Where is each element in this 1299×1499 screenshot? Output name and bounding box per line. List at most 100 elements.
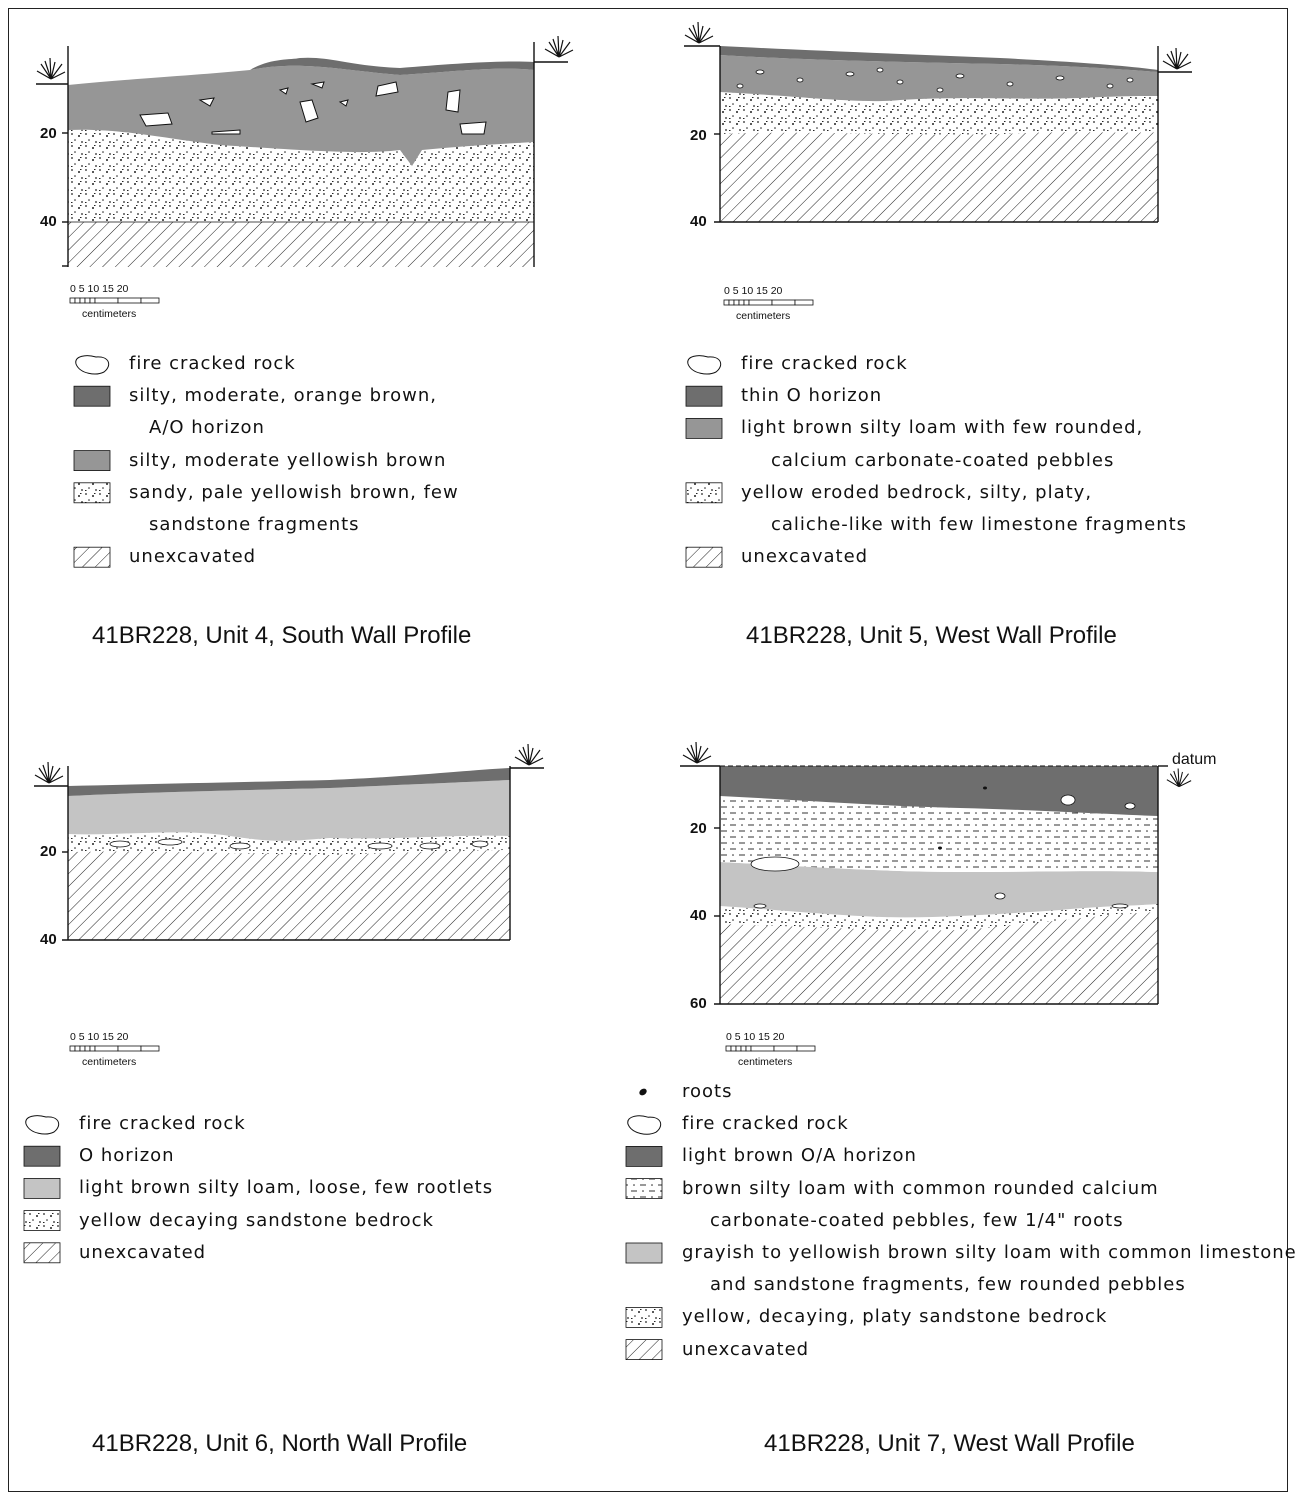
legend-label: grayish to yellowish brown silty loam wi…: [682, 1242, 1297, 1263]
scale-segment: [728, 299, 735, 306]
scale-segment: [723, 299, 730, 306]
legend-swatches: [23, 355, 723, 1360]
legend-label: unexcavated: [741, 546, 869, 568]
depth-label: 40: [690, 213, 707, 230]
legend-label: O horizon: [79, 1145, 175, 1167]
scale-segment: [750, 1045, 775, 1052]
depth-label: 40: [40, 213, 57, 230]
legend-swatch-dots: [625, 1307, 663, 1328]
rock-icon: [687, 355, 722, 375]
legend-label: fire cracked rock: [741, 353, 908, 374]
sandy-layer: [68, 129, 534, 222]
legend-swatch-dark: [73, 385, 111, 407]
scale-segment: [733, 299, 740, 306]
legend-label: fire cracked rock: [129, 353, 296, 374]
scale-ticks: 0 5 10 15 20: [724, 285, 783, 297]
legend-label: yellow decaying sandstone bedrock: [79, 1209, 434, 1231]
legend-label: A/O horizon: [149, 417, 265, 439]
scale-segment: [89, 297, 96, 304]
legend-swatch-dark: [625, 1146, 663, 1167]
scale-segment: [74, 1045, 81, 1052]
scale-unit: centimeters: [82, 308, 137, 320]
scale-segment: [117, 1045, 142, 1052]
panel-title: 41BR228, Unit 4, South Wall Profile: [92, 622, 472, 649]
scale-ticks: 0 5 10 15 20: [70, 1031, 129, 1043]
scale-segment: [84, 1045, 91, 1052]
legend-swatch-hatch: [73, 546, 111, 568]
scale-segment: [79, 297, 86, 304]
scale-segment: [771, 299, 796, 306]
legend-label: unexcavated: [129, 546, 257, 568]
scale-unit: centimeters: [82, 1056, 137, 1068]
panel-title: 41BR228, Unit 5, West Wall Profile: [746, 622, 1117, 649]
o-horizon-layer: [720, 46, 1158, 72]
unexcavated-layer: [68, 850, 510, 940]
scale-segment: [74, 297, 81, 304]
legend-label: light brown silty loam, loose, few rootl…: [79, 1177, 494, 1199]
legend-swatch-dots: [73, 482, 111, 504]
panel-title: 41BR228, Unit 7, West Wall Profile: [764, 1430, 1135, 1457]
o-horizon-layer: [68, 768, 510, 796]
o-a-horizon-layer: [720, 766, 1158, 816]
legend-swatch-dash: [625, 1178, 663, 1199]
legend-swatch-dark: [685, 385, 723, 407]
legend-label: calcium carbonate-coated pebbles: [771, 449, 1115, 471]
legend-swatch-hatch: [23, 1242, 61, 1264]
legend-swatch-dark: [23, 1145, 61, 1167]
scale-unit: centimeters: [736, 310, 791, 322]
legend-label: caliche-like with few limestone fragment…: [771, 514, 1188, 535]
brown-silty-loam-layer: [720, 796, 1158, 872]
unexcavated-layer: [68, 222, 534, 267]
depth-label: 20: [690, 820, 707, 837]
legend-label: fire cracked rock: [682, 1113, 849, 1135]
scale-segment: [796, 1045, 816, 1052]
unexcavated-layer: [720, 912, 1158, 1004]
light-brown-loam-layer: [68, 780, 510, 841]
legend-swatch-hatch: [685, 546, 723, 568]
legend-label: sandstone fragments: [149, 514, 360, 535]
legend-label: brown silty loam with common rounded cal…: [682, 1177, 1159, 1199]
scale-segment: [79, 1045, 86, 1052]
legend-label: unexcavated: [79, 1241, 207, 1263]
scale-segment: [117, 297, 142, 304]
legend-swatch-hatch: [625, 1339, 663, 1360]
scale-ticks: 0 5 10 15 20: [726, 1031, 785, 1043]
light-brown-layer: [720, 55, 1158, 102]
figure-frame: [8, 8, 1288, 1492]
depth-label: 20: [40, 125, 57, 142]
scale-segment: [94, 297, 119, 304]
scale-segment: [69, 297, 76, 304]
scale-segment: [735, 1045, 742, 1052]
scale-unit: centimeters: [738, 1056, 793, 1068]
scale-segment: [745, 1045, 752, 1052]
scale-segment: [140, 297, 160, 304]
legend-label: unexcavated: [682, 1338, 810, 1360]
legend-label: yellow eroded bedrock, silty, platy,: [741, 481, 1093, 503]
yellowish-brown-layer: [68, 65, 534, 166]
scale-ticks: 0 5 10 15 20: [70, 283, 129, 295]
legend-label: light brown silty loam with few rounded,: [741, 417, 1144, 439]
legend-label: fire cracked rock: [79, 1113, 246, 1134]
legend-label: silty, moderate, orange brown,: [129, 385, 437, 407]
legend-swatch-med: [73, 450, 111, 472]
panel-title: 41BR228, Unit 6, North Wall Profile: [92, 1430, 468, 1457]
depth-label: 60: [690, 995, 707, 1012]
orange-brown-layer: [68, 57, 534, 85]
legend-label: light brown O/A horizon: [682, 1145, 917, 1167]
profile-unit-7: [680, 742, 1192, 1005]
sandstone-bedrock-layer: [68, 832, 510, 855]
legend-label: thin O horizon: [741, 385, 883, 407]
legend-swatch-dots: [23, 1210, 61, 1231]
scale-segment: [748, 299, 773, 306]
scale-bars: [69, 297, 816, 1052]
scale-segment: [725, 1045, 732, 1052]
rock-icon: [75, 355, 110, 375]
legend-label: yellow, decaying, platy sandstone bedroc…: [682, 1306, 1108, 1328]
scale-segment: [94, 1045, 119, 1052]
depth-label: 20: [690, 127, 707, 144]
scale-segment: [794, 299, 814, 306]
depth-label: 20: [40, 843, 57, 860]
profile-unit-4: [36, 36, 574, 267]
eroded-bedrock-layer: [720, 92, 1158, 135]
